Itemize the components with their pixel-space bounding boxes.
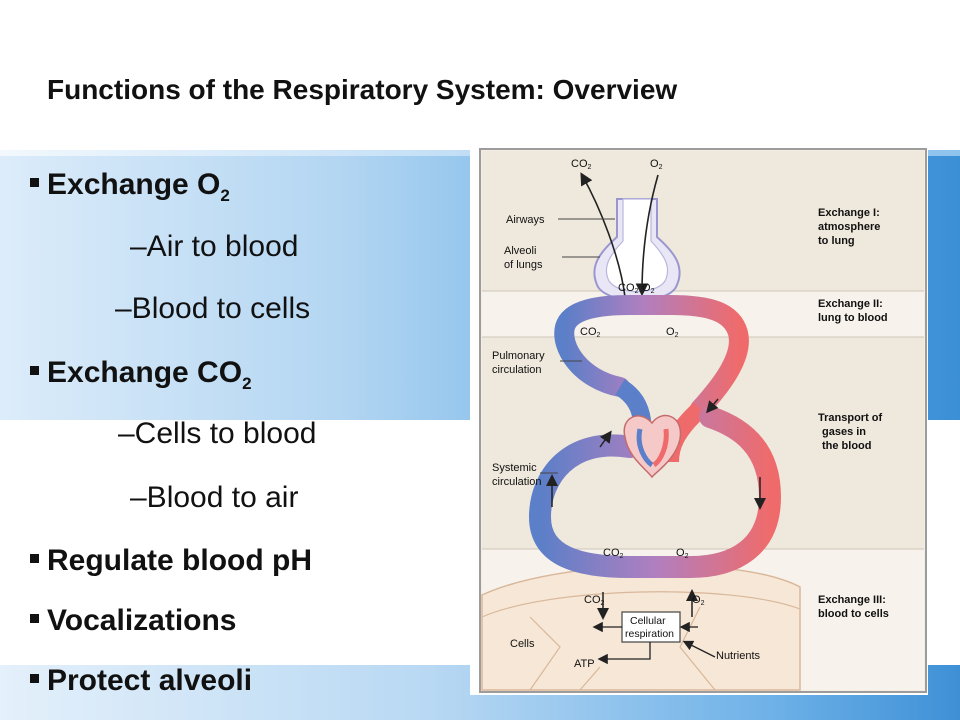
pulmonary-label-2: circulation: [492, 364, 542, 376]
co2-top-label: CO2: [571, 158, 592, 171]
bullet-vocalizations: Vocalizations: [30, 604, 237, 638]
o2-top-label: O2: [650, 158, 663, 171]
o2-systemic-label: O2: [676, 547, 689, 560]
slide-title: Functions of the Respiratory System: Ove…: [47, 74, 678, 105]
sub-bullet-blood-to-cells: –Blood to cells: [115, 292, 311, 325]
o2-alveolus-label: O2: [642, 282, 655, 295]
atp-label: ATP: [574, 658, 595, 670]
stage-panel-3: [482, 337, 924, 549]
nutrients-label: Nutrients: [716, 650, 761, 662]
co2-cells-label: CO2: [584, 594, 605, 607]
sub-bullet-blood-to-air: –Blood to air: [130, 481, 299, 514]
respiratory-diagram: CO2 O2 CO2 O2 CO2 O2 CO2 O2 CO2 O2 Airwa…: [470, 147, 928, 695]
co2-alveolus-label: CO2: [618, 282, 639, 295]
bullet-exchange-o2: Exchange O2: [30, 168, 230, 206]
alveoli-label-2: of lungs: [504, 259, 543, 271]
pulmonary-loop: [554, 295, 749, 419]
respiratory-diagram-svg: CO2 O2 CO2 O2 CO2 O2 CO2 O2 CO2 O2 Airwa…: [479, 148, 927, 693]
stage-panel-1: [482, 151, 924, 291]
co2-pulmonary-label: CO2: [580, 326, 601, 339]
bullet-regulate-ph: Regulate blood pH: [30, 544, 312, 578]
stage2-line1: Exchange II:: [818, 298, 883, 310]
alveoli-label-1: Alveoli: [504, 245, 536, 257]
bullet-square-icon: [30, 613, 39, 623]
stage1-line1: Exchange I:: [818, 207, 880, 219]
bullet-exchange-co2: Exchange CO2: [30, 356, 252, 394]
stage1-line3: to lung: [818, 235, 855, 247]
cellular-resp-label-1: Cellular: [630, 615, 666, 627]
stage3-line1: Transport of: [818, 412, 883, 424]
o2-pulmonary-label: O2: [666, 326, 679, 339]
bullet-subscript: 2: [242, 374, 252, 393]
cells-label: Cells: [510, 638, 535, 650]
bullet-square-icon: [30, 365, 39, 375]
cellular-respiration-box: [621, 611, 681, 643]
airways-label: Airways: [506, 214, 545, 226]
stage2-line2: lung to blood: [818, 312, 888, 324]
sub-bullet-air-to-blood: –Air to blood: [130, 230, 299, 263]
bullet-text: Protect alveoli: [47, 664, 253, 697]
sub-bullet-cells-to-blood: –Cells to blood: [118, 417, 317, 450]
stage3-line2: gases in: [822, 426, 866, 438]
bullet-text: Regulate blood pH: [47, 544, 312, 577]
bullet-text: Exchange O: [47, 168, 221, 201]
systemic-label-1: Systemic: [492, 462, 537, 474]
systemic-label-2: circulation: [492, 476, 542, 488]
bullet-square-icon: [30, 553, 39, 563]
bullet-text: Exchange CO: [47, 356, 243, 389]
bullet-subscript: 2: [220, 186, 230, 205]
stage1-line2: atmosphere: [818, 221, 880, 233]
stage4-line2: blood to cells: [818, 608, 889, 620]
stage4-line1: Exchange III:: [818, 594, 886, 606]
bullet-protect-alveoli: Protect alveoli: [30, 664, 252, 698]
co2-systemic-label: CO2: [603, 547, 624, 560]
stage3-line3: the blood: [822, 440, 872, 452]
bullet-square-icon: [30, 177, 39, 187]
o2-cells-label: O2: [692, 594, 705, 607]
bullet-square-icon: [30, 673, 39, 683]
bullet-text: Vocalizations: [47, 604, 237, 637]
pulmonary-label-1: Pulmonary: [492, 350, 545, 362]
cellular-resp-label-2: respiration: [625, 628, 674, 640]
